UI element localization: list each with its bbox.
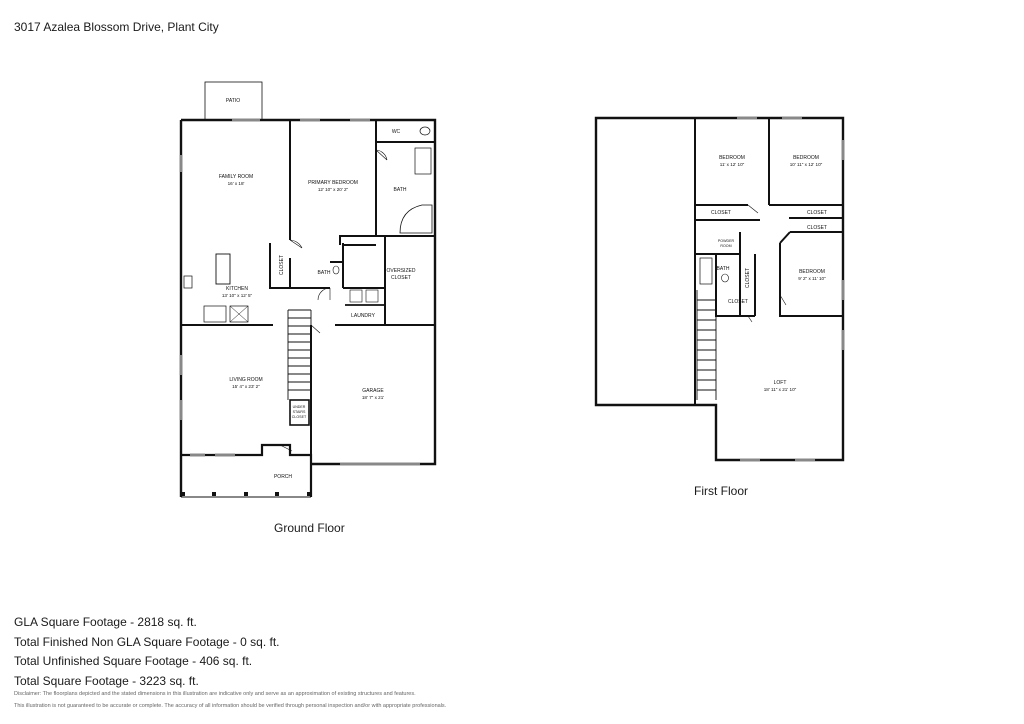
toilet-icon: [419, 126, 431, 136]
room-label-powder-2: ROOM: [720, 244, 731, 248]
closet-wall: [335, 236, 435, 326]
first-room-labels: BEDROOM 11' x 12' 10" BEDROOM 10' 11" x …: [711, 155, 827, 392]
room-label-powder-1: POWDER: [718, 239, 735, 243]
porch-posts: [181, 492, 311, 496]
first-floor-plan: [594, 116, 845, 462]
room-dim-garage: 18' 7" x 21': [362, 395, 384, 400]
ground-stairs: [287, 309, 312, 400]
kitchen-living-wall: [181, 324, 312, 464]
room-dim-bed3: 9' 2" x 11' 10": [798, 276, 826, 281]
room-label-porch: PORCH: [274, 474, 292, 480]
room-label-oversized-2: CLOSET: [391, 275, 411, 281]
room-label-closet2: CLOSET: [807, 210, 827, 216]
first-exterior-wall: [594, 116, 845, 462]
shower-icon: [414, 147, 432, 175]
room-label-living: LIVING ROOM: [229, 377, 262, 383]
property-address: 3017 Azalea Blossom Drive, Plant City: [14, 20, 219, 34]
bedroom-wall: [695, 118, 843, 219]
washer-icon: [349, 289, 363, 303]
stat-total: Total Square Footage - 3223 sq. ft.: [14, 673, 199, 688]
room-label-patio: PATIO: [226, 98, 240, 104]
stat-finished-non-gla: Total Finished Non GLA Square Footage - …: [14, 634, 280, 649]
room-label-laundry: LAUNDRY: [351, 313, 375, 319]
room-dim-bed1: 11' x 12' 10": [720, 162, 745, 167]
room-label-bed1: BEDROOM: [719, 155, 745, 161]
room-label-closet4: CLOSET: [745, 268, 751, 288]
room-dim-primary: 12' 10" x 20' 2": [318, 187, 349, 192]
room-label-bath-small: BATH: [318, 270, 331, 276]
room-label-bath-first: BATH: [717, 266, 730, 272]
room-label-loft: LOFT: [774, 380, 787, 386]
room-label-family: FAMILY ROOM: [219, 174, 253, 180]
first-stairs: [696, 290, 717, 400]
dryer-icon: [365, 289, 379, 303]
first-floor-label: First Floor: [694, 484, 748, 498]
kitchen-closet-wall: [269, 243, 290, 289]
room-label-oversized-1: OVERSIZED: [387, 268, 416, 274]
room-label-under-3: CLOSET: [292, 415, 307, 419]
porch-wall: [181, 443, 313, 497]
square-footage-summary: GLA Square Footage - 2818 sq. ft. Total …: [14, 613, 279, 691]
first-door-swings: [747, 204, 787, 323]
ground-windows: [179, 118, 420, 466]
ground-floor-label: Ground Floor: [274, 521, 345, 535]
room-label-primary: PRIMARY BEDROOM: [308, 180, 358, 186]
room-label-closet5: CLOSET: [728, 299, 748, 305]
toilet-icon: [721, 273, 729, 283]
ground-room-labels: PATIO FAMILY ROOM 16' x 18' PRIMARY BEDR…: [219, 98, 416, 480]
kitchen-fridge: [229, 305, 249, 323]
bathtub-icon: [399, 204, 433, 234]
room-label-under-1: UNDER: [293, 405, 306, 409]
room-dim-bed2: 10' 11" x 12' 10": [790, 162, 823, 167]
stat-unfinished: Total Unfinished Square Footage - 406 sq…: [14, 654, 253, 669]
ground-floor-plan: [179, 81, 437, 498]
room-label-kitchen: KITCHEN: [226, 286, 248, 292]
disclaimer-line-1: Disclaimer: The floorplans depicted and …: [14, 691, 416, 697]
room-label-closet: CLOSET: [279, 255, 285, 275]
kitchen-island: [215, 253, 231, 285]
room-label-bed2: BEDROOM: [793, 155, 819, 161]
room-dim-kitchen: 13' 10" x 12' 5": [222, 293, 253, 298]
disclaimer-line-2: This illustration is not guaranteed to b…: [14, 703, 447, 709]
room-label-bath-main: BATH: [394, 187, 407, 193]
room-dim-living: 15' 4" x 23' 2": [232, 384, 260, 389]
room-dim-loft: 18' 11" x 21' 10": [764, 387, 797, 392]
room-label-closet3: CLOSET: [807, 225, 827, 231]
room-label-garage: GARAGE: [362, 388, 384, 394]
room-dim-family: 16' x 18': [228, 181, 245, 186]
room-label-closet1: CLOSET: [711, 210, 731, 216]
kitchen-sink: [183, 275, 193, 289]
room-label-under-2: STAIRS: [293, 410, 306, 414]
bath-closet-wall: [695, 219, 760, 317]
primary-bedroom-wall: [289, 120, 344, 289]
first-windows: [737, 116, 845, 462]
kitchen-range: [203, 305, 227, 323]
bedroom3-wall: [779, 231, 843, 317]
toilet-icon: [332, 265, 340, 275]
room-label-wc: WC: [392, 129, 401, 135]
under-stairs-closet-outline: [289, 399, 310, 426]
room-label-bed3: BEDROOM: [799, 269, 825, 275]
door-swings: [279, 149, 388, 452]
stat-gla: GLA Square Footage - 2818 sq. ft.: [14, 615, 197, 629]
bathtub-icon: [699, 257, 713, 285]
